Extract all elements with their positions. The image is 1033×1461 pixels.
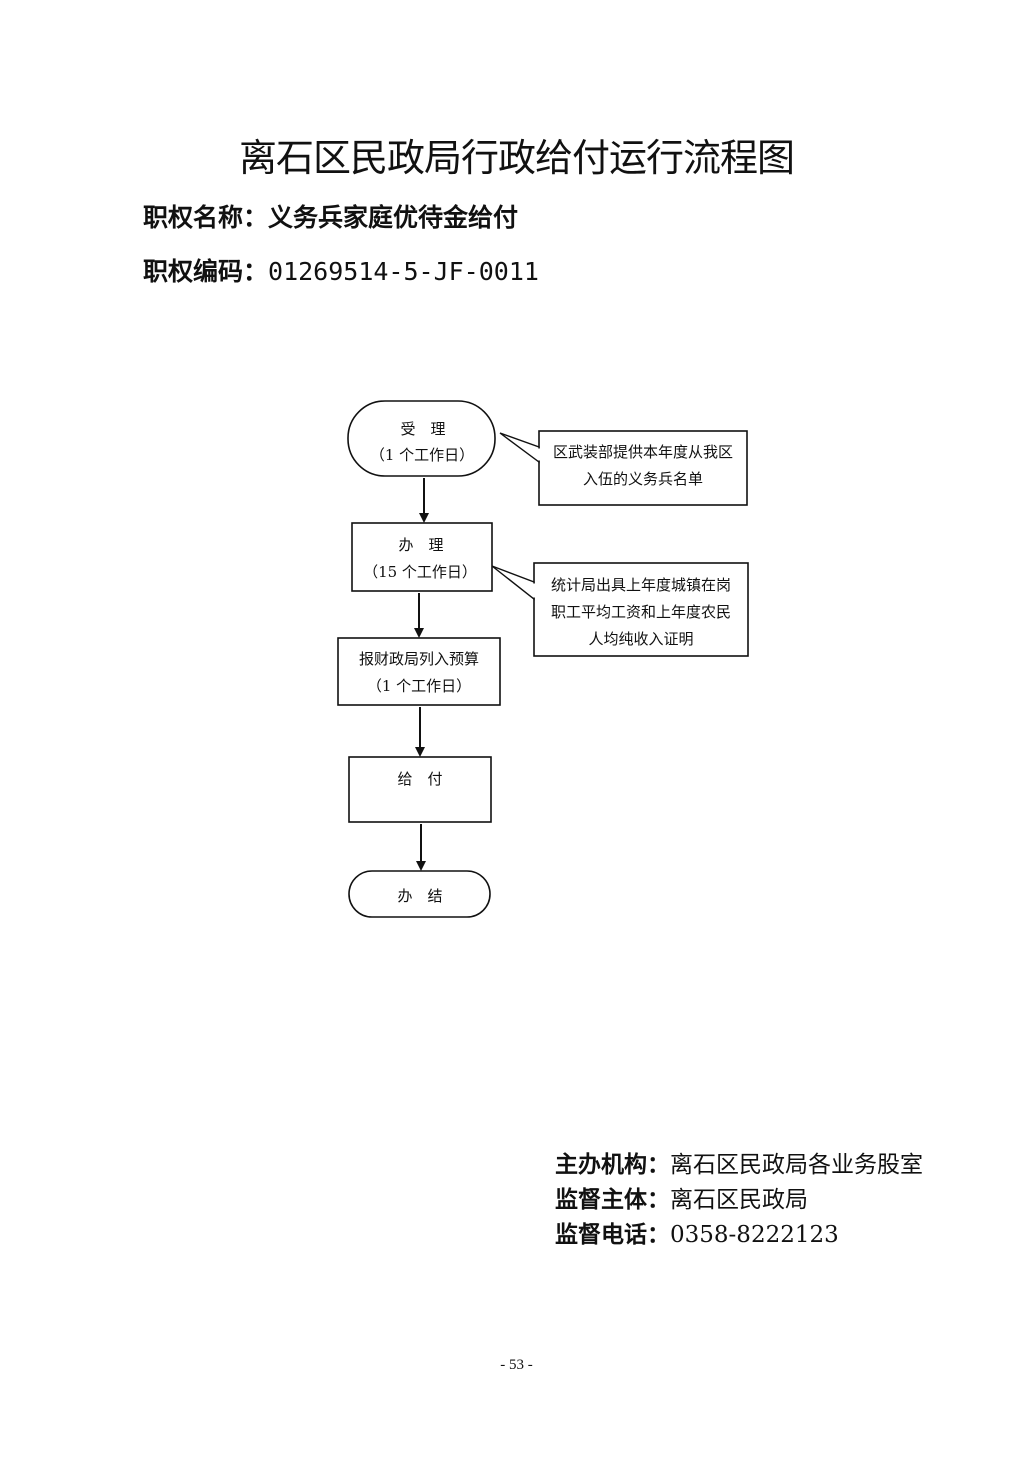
page-number: - 53 - (500, 1357, 533, 1373)
authority-code-label: 职权编码： (143, 257, 269, 286)
step-budget-label: 报财政局列入预算 (359, 650, 479, 668)
footer-phone-label: 监督电话： (555, 1222, 670, 1248)
step-handle-box (351, 522, 493, 592)
step-pay-box (348, 756, 492, 823)
step-accept-box (347, 400, 496, 477)
footer-supervisor-line: 监督主体：离石区民政局 (555, 1184, 808, 1216)
footer-organizer-label: 主办机构： (555, 1152, 670, 1178)
note-box-1 (538, 430, 748, 506)
note-2-line-2: 职工平均工资和上年度农民 (551, 603, 731, 621)
note-1-line-1: 区武装部提供本年度从我区 (553, 443, 733, 461)
note-box-2 (533, 562, 749, 657)
note-1-line-2: 入伍的义务兵名单 (583, 470, 703, 488)
callout-pointer-1 (499, 432, 540, 464)
step-accept-duration: （1 个工作日） (370, 446, 474, 464)
footer-phone-line: 监督电话：0358-8222123 (555, 1219, 839, 1251)
step-complete-label: 办 结 (397, 887, 442, 905)
footer-supervisor-label: 监督主体： (555, 1187, 670, 1213)
note-2-line-1: 统计局出具上年度城镇在岗 (551, 576, 731, 594)
step-pay-label: 给 付 (397, 770, 442, 788)
footer-supervisor-value: 离石区民政局 (670, 1187, 808, 1213)
step-budget-box (337, 637, 501, 706)
step-budget-duration: （1 个工作日） (367, 677, 471, 695)
authority-code-value: 01269514-5-JF-0011 (268, 257, 539, 286)
callout-pointer-2 (491, 565, 535, 601)
authority-name-line: 职权名称：义务兵家庭优待金给付 (143, 201, 518, 235)
footer-organizer-value: 离石区民政局各业务股室 (670, 1152, 923, 1178)
authority-code-line: 职权编码：01269514-5-JF-0011 (143, 255, 539, 289)
footer-organizer-line: 主办机构：离石区民政局各业务股室 (555, 1149, 923, 1181)
authority-name-value: 义务兵家庭优待金给付 (268, 203, 519, 232)
page-title: 离石区民政局行政给付运行流程图 (238, 136, 795, 180)
footer-phone-value: 0358-8222123 (670, 1222, 839, 1248)
step-complete-box (348, 870, 491, 918)
step-handle-label: 办 理 (398, 536, 443, 554)
step-handle-duration: （15 个工作日） (363, 563, 477, 581)
note-2-line-3: 人均纯收入证明 (588, 630, 693, 648)
authority-name-label: 职权名称： (143, 203, 269, 232)
step-accept-label: 受 理 (400, 420, 445, 438)
